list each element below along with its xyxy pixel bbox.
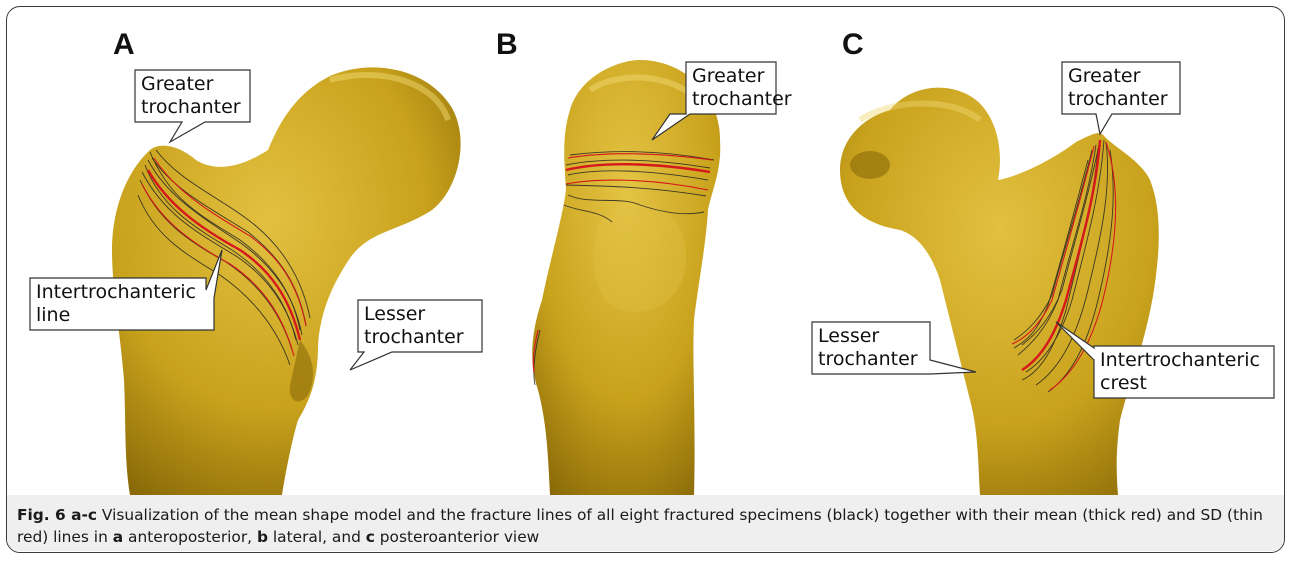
femur-anterior-view xyxy=(0,0,500,495)
caption-label: Fig. 6 a-c xyxy=(17,506,97,524)
caption-letter-b: b xyxy=(257,528,268,546)
femur-shape-c xyxy=(840,88,1159,495)
caption-text-4: posteroanterior view xyxy=(375,528,539,546)
caption-text-2: anteroposterior, xyxy=(123,528,257,546)
callout-c-intertrochanteric-crest: Intertrochanteric crest xyxy=(1100,349,1260,395)
panel-letter-a: A xyxy=(113,28,135,62)
callout-a-intertrochanteric-line: Intertrochanteric line xyxy=(36,281,196,327)
caption-text-3: lateral, and xyxy=(268,528,366,546)
callout-b-greater-trochanter: Greater trochanter xyxy=(692,65,792,111)
caption-letter-c: c xyxy=(366,528,375,546)
callout-a-greater-trochanter: Greater trochanter xyxy=(141,73,241,119)
callout-c-lesser-trochanter: Lesser trochanter xyxy=(818,325,918,371)
panel-letter-b: B xyxy=(496,28,518,62)
panel-a: A Greater trochanter Intertrochanteric l… xyxy=(0,0,500,495)
figure-caption: Fig. 6 a-c Visualization of the mean sha… xyxy=(17,504,1272,548)
figure-image-area: A Greater trochanter Intertrochanteric l… xyxy=(0,0,1293,495)
callout-a-lesser-trochanter: Lesser trochanter xyxy=(364,303,464,349)
caption-letter-a: a xyxy=(113,528,123,546)
panel-b: B Greater trochanter xyxy=(480,0,800,495)
panel-c: C Greater trochanter Lesser trochanter I… xyxy=(800,0,1293,495)
callout-c-greater-trochanter: Greater trochanter xyxy=(1068,65,1168,111)
femur-posteroanterior-view xyxy=(800,0,1293,495)
panel-letter-c: C xyxy=(842,28,864,62)
